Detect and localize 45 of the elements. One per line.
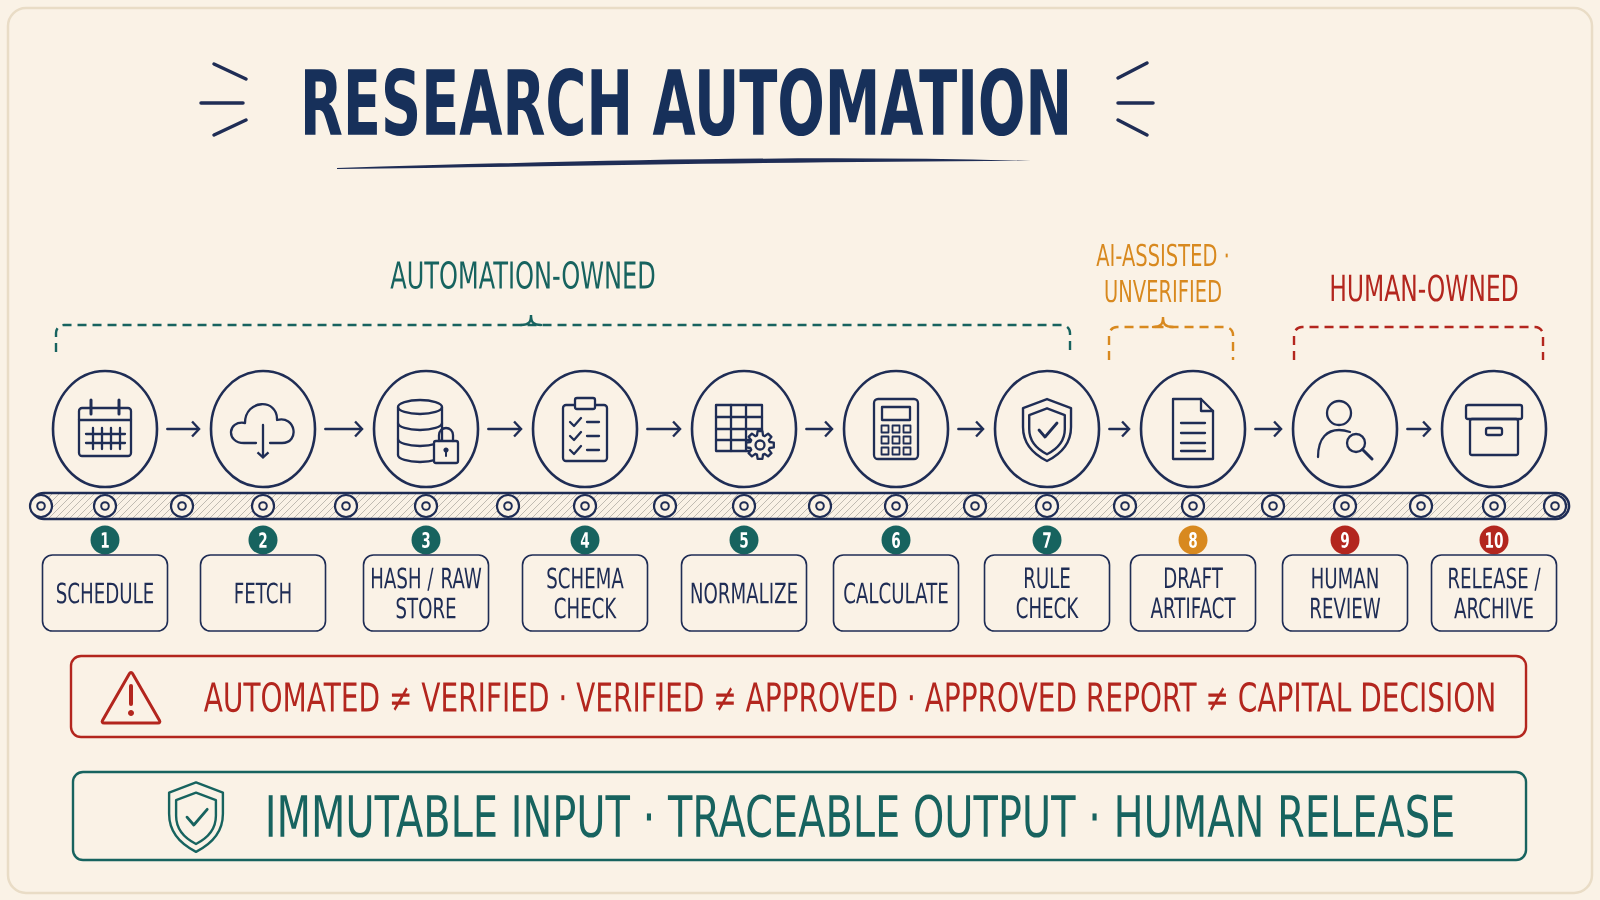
- step-label-box: FETCH: [199, 554, 327, 632]
- number-badge: 4: [570, 525, 600, 555]
- group-label: AUTOMATION-OWNED: [390, 261, 655, 289]
- number-badge: 7: [1032, 525, 1062, 555]
- number-badge: 10: [1479, 525, 1509, 555]
- arrow: [957, 420, 985, 438]
- number-badge: 5: [729, 525, 759, 555]
- group-label: HUMAN-OWNED: [1331, 274, 1518, 302]
- arrow: [646, 420, 682, 438]
- number-badge: 2: [248, 525, 278, 555]
- group-label: AI-ASSISTED · UNVERIFIED: [1096, 243, 1228, 303]
- step-label-box: RULE CHECK: [983, 554, 1111, 632]
- number-badge: 6: [881, 525, 911, 555]
- arrow: [805, 420, 834, 438]
- title: RESEARCH AUTOMATION: [305, 67, 1067, 137]
- number-badge: 8: [1178, 525, 1208, 555]
- step-circle: [690, 369, 798, 489]
- step-circle: [51, 369, 159, 489]
- step-label-box: RELEASE / ARCHIVE: [1430, 554, 1558, 632]
- step-label-box: SCHEDULE: [41, 554, 169, 632]
- arrow: [324, 420, 364, 438]
- arrow: [487, 420, 523, 438]
- step-circle: [842, 369, 950, 489]
- arrow: [1406, 420, 1432, 438]
- warning-banner: AUTOMATED ≠ VERIFIED · VERIFIED ≠ APPROVED · APPROVED REPORT ≠ CAPITAL DECISION: [69, 654, 1528, 739]
- step-circle: [209, 369, 317, 489]
- number-badge: 3: [411, 525, 441, 555]
- principle-banner: IMMUTABLE INPUT · TRACEABLE OUTPUT · HUMAN RELEASE: [71, 770, 1528, 862]
- step-circle: [1440, 369, 1548, 489]
- step-circle: [372, 369, 480, 489]
- step-label-box: HUMAN REVIEW: [1281, 554, 1409, 632]
- step-label-box: HASH / RAW STORE: [362, 554, 490, 632]
- step-circle: [993, 369, 1101, 489]
- step-label-box: NORMALIZE: [680, 554, 808, 632]
- number-badge: 9: [1330, 525, 1360, 555]
- step-label-box: CALCULATE: [832, 554, 960, 632]
- step-label-box: SCHEMA CHECK: [521, 554, 649, 632]
- number-badge: 1: [90, 525, 120, 555]
- step-circle: [1139, 369, 1247, 489]
- arrow: [166, 420, 201, 438]
- arrow: [1108, 420, 1131, 438]
- arrow: [1254, 420, 1283, 438]
- step-label-box: DRAFT ARTIFACT: [1129, 554, 1257, 632]
- step-circle: [531, 369, 639, 489]
- step-circle: [1291, 369, 1399, 489]
